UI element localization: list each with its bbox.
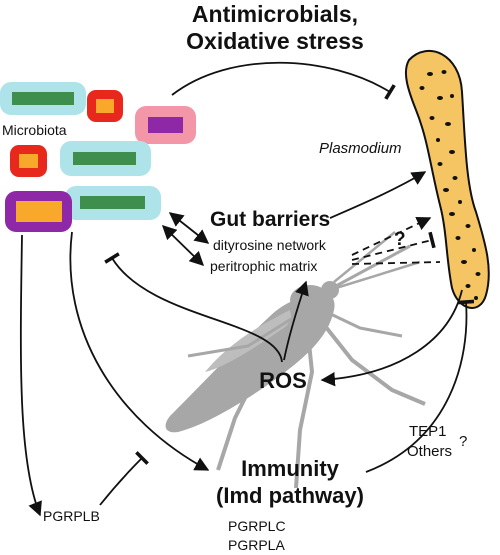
dityrosine-label: dityrosine network [213,237,327,253]
plasmodium-dots [419,70,481,300]
ros-label: ROS [259,368,307,393]
microbe-1 [0,82,86,115]
microbe-3 [135,106,196,144]
microbe-5 [60,141,151,176]
microbe-4 [10,145,47,177]
plasmodium-label: Plasmodium [319,140,402,157]
peritrophic-label: peritrophic matrix [210,258,317,274]
ros-to-microbiota-inhibit [104,252,283,363]
question-mark-1: ? [394,229,406,250]
gut-barriers-label: Gut barriers [210,208,330,231]
microbiota-to-immunity-arrow [69,231,210,471]
microbe-2 [87,90,123,122]
immunity-label-1: Immunity [241,456,340,481]
dashed-line-2 [351,261,441,265]
dashed-arrow-1 [351,217,432,256]
plasmodium-to-ros-arrow [320,289,463,387]
arrows [19,61,475,517]
antimicrobials-label-1: Antimicrobials, [192,1,358,27]
antimicrobial-inhibition-arrow [171,61,396,100]
antimicrobials-label-2: Oxidative stress [186,28,364,54]
pgrplc-label: PGRPLC [228,518,286,534]
microbiota-peritrophic-arrow [161,224,205,267]
dashed-inhibit-1 [351,231,436,261]
microbe-7 [5,191,72,232]
others-label: Others [407,443,452,460]
pgrplb-inhibit-immunity [99,451,149,506]
plasmodium-parasite [405,50,490,309]
microbiota-to-pgrplb-arrow [19,234,42,517]
tep1-label: TEP1 [409,423,447,440]
microbiota-cluster [0,82,196,232]
immunity-to-plasmodium-inhibit [365,299,475,473]
ros-to-gut-barrier-arrow [283,280,309,361]
immunity-label-2: (Imd pathway) [216,483,364,508]
microbe-6 [65,186,161,220]
pgrpla-label: PGRPLA [228,537,285,553]
pgrplb-label: PGRPLB [43,508,100,524]
microbiota-label: Microbiota [2,122,67,138]
question-mark-2: ? [459,433,467,450]
gut-barrier-to-plasmodium-arrow [329,171,427,219]
